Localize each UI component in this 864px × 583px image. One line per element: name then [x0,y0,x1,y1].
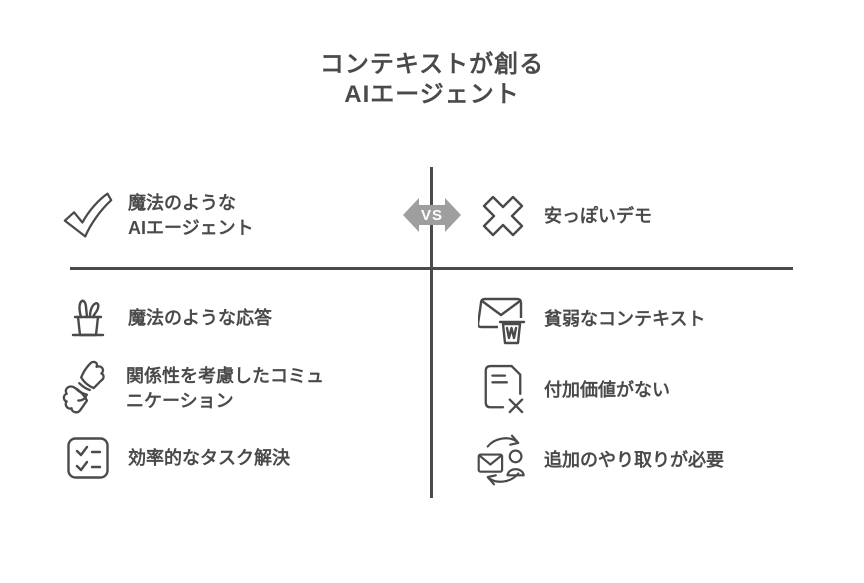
vertical-divider-line [430,167,433,498]
page-title: コンテキストが創る AIエージェント [0,50,864,110]
double-arrow-icon [403,198,461,232]
checklist-icon [62,435,114,481]
page-title-line1: コンテキストが創る [319,51,545,78]
left-column-title-line1: 魔法のような [128,193,236,213]
item-label: 貧弱なコンテキスト [544,308,706,329]
vs-label: VS [420,206,443,224]
horizontal-divider-line [70,267,793,270]
x-icon [476,190,530,242]
vs-badge: VS [402,195,462,235]
item-label: 効率的なタスク解決 [128,447,290,468]
item-label: 追加のやり取りが必要 [544,449,724,470]
page-title-line2: AIエージェント [344,81,520,108]
right-column-title: 安っぽいデモ [544,205,652,226]
document-x-icon [476,362,530,418]
mail-trash-icon [476,293,530,345]
comparison-item-row: 付加価値がない [476,362,670,418]
item-label: 関係性を考慮したコミュニケーション [126,366,324,411]
left-column-title: 魔法のような AIエージェント [128,191,254,241]
left-column-title-line2: AIエージェント [128,218,254,238]
comparison-item-row: 魔法のような応答 [62,292,272,344]
item-label: 付加価値がない [544,379,670,400]
magic-hat-icon [62,294,114,342]
check-icon [62,189,114,243]
left-column-header: 魔法のような AIエージェント [62,186,254,246]
mail-person-sync-icon [476,431,530,489]
comparison-item-row: 効率的なタスク解決 [62,432,290,484]
right-column-header: 安っぽいデモ [476,188,652,244]
comparison-item-row: 関係性を考慮したコミュニケーション [60,357,341,421]
comparison-item-row: 貧弱なコンテキスト [476,292,705,346]
item-label: 魔法のような応答 [128,307,272,328]
handshake-icon [60,359,112,419]
comparison-item-row: 追加のやり取りが必要 [476,428,724,492]
